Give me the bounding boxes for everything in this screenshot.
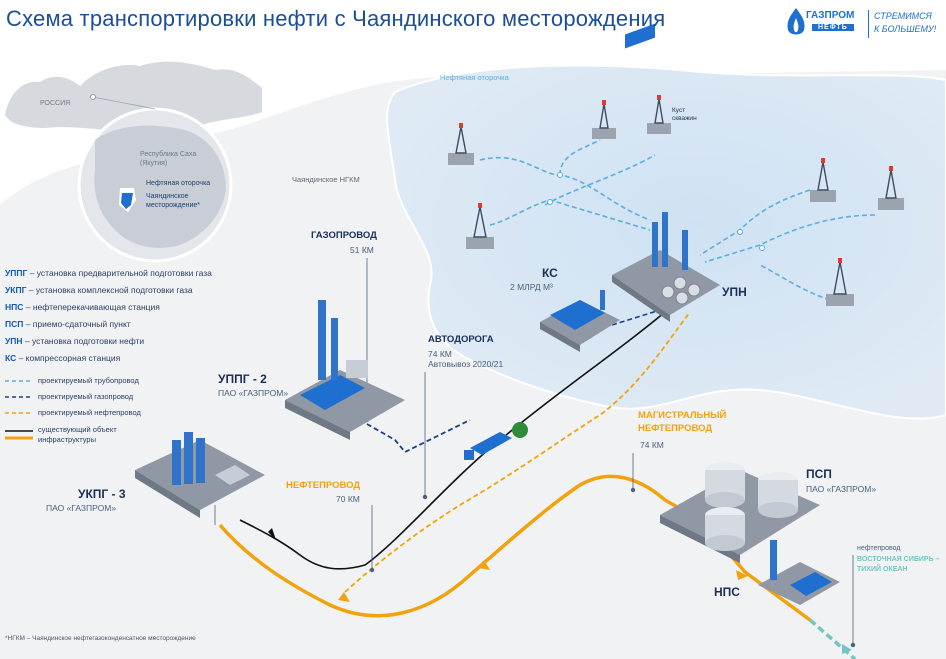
ks-facility	[540, 290, 620, 352]
field-inset-shape	[121, 193, 133, 209]
page-title: Схема транспортировки нефти с Чаяндинско…	[6, 6, 666, 31]
ukpg-name: УКПГ - 3	[78, 487, 126, 501]
legend-abbr-row: УППГ – установка предварительной подгото…	[5, 268, 212, 278]
line-legend-swatches	[5, 380, 33, 440]
well-pad	[448, 123, 474, 165]
gas-pipeline-ks-link	[611, 309, 661, 326]
logo-brand-top: ГАЗПРОМ	[806, 10, 855, 21]
psp-name: ПСП	[806, 467, 832, 481]
flow-arrows	[338, 560, 748, 602]
legend-abbr-row: КС – компрессорная станция	[5, 353, 121, 363]
well-pad	[466, 203, 494, 249]
well-pad	[826, 258, 854, 306]
uppg-owner: ПАО «ГАЗПРОМ»	[218, 388, 289, 398]
inset-rim-label: Нефтяная оторочка	[146, 180, 211, 187]
espo-name-2: ТИХИЙ ОКЕАН	[857, 566, 908, 573]
logo-brand-bottom: НЕФТЬ	[812, 24, 854, 31]
gas-pipeline-length: 51 КМ	[350, 245, 374, 255]
road-name: АВТОДОРОГА	[428, 334, 494, 345]
legend-line-label: существующий объект инфраструктуры	[38, 425, 117, 444]
flame-icon	[787, 8, 805, 35]
trunk-pipeline-name-2: НЕФТЕПРОВОД	[638, 423, 713, 434]
well-cluster-label: Куст скважин	[672, 107, 697, 122]
road-note: Автовывоз 2020/21	[428, 359, 504, 369]
road-arrow	[268, 528, 276, 540]
trunk-pipeline-length: 74 КМ	[640, 440, 664, 450]
uppg-name: УППГ - 2	[218, 372, 267, 386]
legend-line-label: проектируемый трубопровод	[38, 376, 139, 385]
well-pad	[592, 100, 616, 139]
gas-pipeline-route	[359, 419, 471, 454]
pipeline-nodes	[547, 172, 765, 251]
espo-pipeline	[808, 618, 857, 659]
inset-pointer-line	[92, 96, 156, 110]
republic-label: Республика Саха (Якутия)	[140, 151, 197, 167]
tanker-truck	[464, 422, 528, 460]
espo-name-1: ВОСТОЧНАЯ СИБИРЬ –	[857, 556, 940, 563]
legend-line-label: проектируемый нефтепровод	[38, 408, 141, 417]
footnote: *НГКМ – Чаяндинское нефтегазоконденсатно…	[5, 635, 196, 642]
oil-pipeline-length: 70 КМ	[336, 494, 360, 504]
russia-silhouette	[5, 61, 262, 132]
nps-name: НПС	[714, 585, 740, 599]
russia-label: РОССИЯ	[40, 100, 71, 107]
yakutia-region	[94, 125, 226, 248]
ks-capacity: 2 МЛРД М³	[510, 282, 553, 292]
trunk-oil-pipeline	[218, 474, 812, 622]
well-pad	[878, 166, 904, 210]
legend-abbr-row: ПСП – приемо-сдаточный пункт	[5, 319, 131, 329]
oil-rim-label: Нефтяная оторочка	[440, 73, 509, 82]
legend-abbr-row: УПН – установка подготовки нефти	[5, 336, 145, 346]
psp-owner: ПАО «ГАЗПРОМ»	[806, 484, 877, 494]
logo-slogan-2: К БОЛЬШЕМУ!	[874, 24, 937, 34]
legend-abbr-row: НПС – нефтеперекачивающая станция	[5, 302, 160, 312]
field-label: Чаяндинское НГКМ	[292, 175, 360, 184]
oil-pipeline-route	[344, 311, 691, 593]
psp-facility	[660, 462, 820, 563]
road-length: 74 КМ	[428, 349, 452, 359]
espo-arrow	[842, 644, 852, 654]
upn-name: УПН	[722, 285, 747, 299]
oil-pipeline-name: НЕФТЕПРОВОД	[286, 480, 361, 491]
russia-marker	[90, 94, 96, 100]
legend-line-label: проектируемый газопровод	[38, 392, 134, 401]
ks-name: КС	[542, 266, 558, 280]
ukpg-facility	[135, 432, 265, 518]
logo-divider	[868, 10, 869, 38]
well-pad	[810, 158, 836, 202]
well-pads	[448, 95, 904, 306]
logo-slogan-1: СТРЕМИМСЯ	[874, 11, 932, 21]
gazprom-neft-logo: ГАЗПРОМ НЕФТЬ СТРЕМИМСЯ К БОЛЬШЕМУ!	[776, 6, 942, 40]
nps-facility	[758, 540, 840, 605]
existing-road-route	[239, 311, 666, 570]
gas-pipeline-name: ГАЗОПРОВОД	[311, 230, 377, 241]
inset-field-label: Чаяндинское месторождение*	[146, 193, 200, 209]
well-pad	[647, 95, 671, 134]
upn-facility	[612, 23, 720, 322]
espo-label: нефтепровод	[857, 545, 901, 552]
uppg-facility	[285, 300, 405, 440]
legend-abbr-row: УКПГ – установка комплексной подготовки …	[5, 285, 193, 295]
ukpg-owner: ПАО «ГАЗПРОМ»	[46, 503, 117, 513]
trunk-pipeline-name-1: МАГИСТРАЛЬНЫЙ	[638, 410, 727, 421]
